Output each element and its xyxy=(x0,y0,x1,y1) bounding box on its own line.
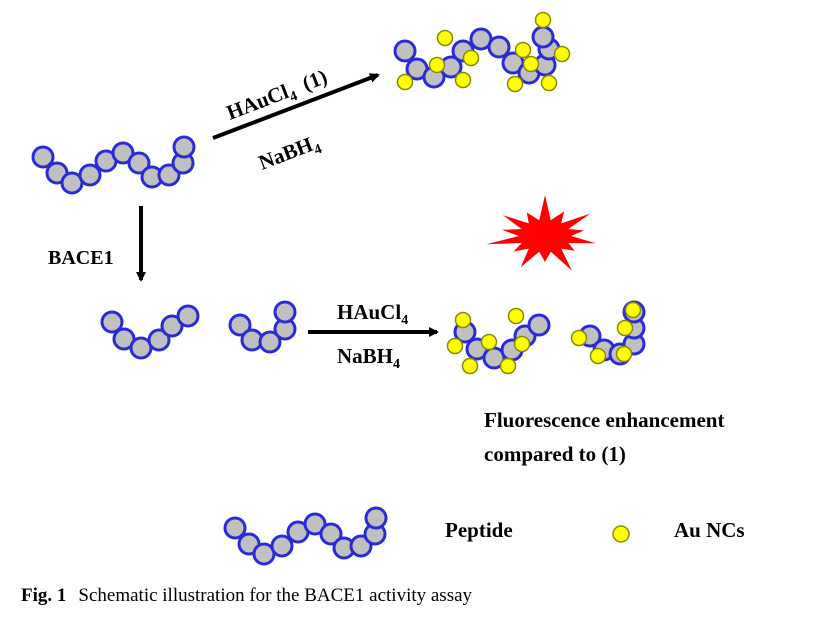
au-nc-dot xyxy=(446,337,464,355)
legend-peptide-icon xyxy=(223,506,388,566)
au-nc-dot xyxy=(589,347,607,365)
peptide-bead xyxy=(223,516,247,540)
peptide-bead xyxy=(527,313,551,337)
au-nc-dot xyxy=(462,49,480,67)
gold-nanocluster-icon xyxy=(612,525,630,543)
intact-peptide xyxy=(31,135,196,195)
au-nc-dot xyxy=(428,56,446,74)
result-line-2: compared to (1) xyxy=(484,442,626,466)
fluorescence-burst-icon xyxy=(486,195,596,271)
peptide-bead xyxy=(303,512,327,536)
au-nc-dot xyxy=(522,55,540,73)
au-nc-dot xyxy=(499,357,517,375)
peptide-bead xyxy=(176,304,200,328)
au-nc-dot xyxy=(553,45,571,63)
au-nc-dot xyxy=(436,29,454,47)
peptide-bead xyxy=(31,145,55,169)
peptide-bead xyxy=(228,313,252,337)
peptide-bead xyxy=(147,328,171,352)
bottom-reagent-label: HAuCl4 xyxy=(337,300,408,328)
au-nc-dot xyxy=(615,345,633,363)
peptide-bead xyxy=(273,300,297,324)
peptide-bead xyxy=(160,314,184,338)
peptide-bead xyxy=(78,163,102,187)
peptide-bead xyxy=(172,135,196,159)
peptide-bead xyxy=(270,534,294,558)
au-nc-dot xyxy=(396,73,414,91)
au-nc-dot xyxy=(534,11,552,29)
peptide-bead xyxy=(319,522,343,546)
enzyme-label: BACE1 xyxy=(48,247,114,269)
au-nc-dot xyxy=(506,75,524,93)
result-line-1: Fluorescence enhancement xyxy=(484,408,724,432)
peptide-bead xyxy=(100,310,124,334)
bottom-reductant-label: NaBH4 xyxy=(337,344,400,372)
au-nc-dot xyxy=(540,74,558,92)
au-nc-dot xyxy=(454,71,472,89)
cleaved-fragments-with-au-ncs xyxy=(446,300,646,375)
peptide-bead xyxy=(531,25,555,49)
au-nc-dot xyxy=(616,319,634,337)
au-nc-dot xyxy=(454,311,472,329)
cleaved-peptide-fragments xyxy=(100,300,297,360)
peptide-bead xyxy=(487,35,511,59)
au-nc-dot xyxy=(513,335,531,353)
au-nc-dot xyxy=(570,329,588,347)
peptide-with-au-ncs-top xyxy=(393,11,571,93)
peptide-bead xyxy=(127,151,151,175)
au-nc-dot xyxy=(461,357,479,375)
legend-au-label: Au NCs xyxy=(674,518,745,542)
legend-peptide-label: Peptide xyxy=(445,518,513,542)
au-nc-dot xyxy=(514,41,532,59)
peptide-bead xyxy=(258,330,282,354)
au-nc-dot xyxy=(480,333,498,351)
top-reductant-label: NaBH4 xyxy=(255,130,324,179)
au-nc-dot xyxy=(624,301,642,319)
top-reagent-label: HAuCl4(1) xyxy=(223,64,332,128)
au-nc-dot xyxy=(507,307,525,325)
reaction-arrow-icon xyxy=(212,73,380,140)
peptide-bead xyxy=(364,506,388,530)
peptide-bead xyxy=(111,141,135,165)
peptide-bead xyxy=(393,39,417,63)
